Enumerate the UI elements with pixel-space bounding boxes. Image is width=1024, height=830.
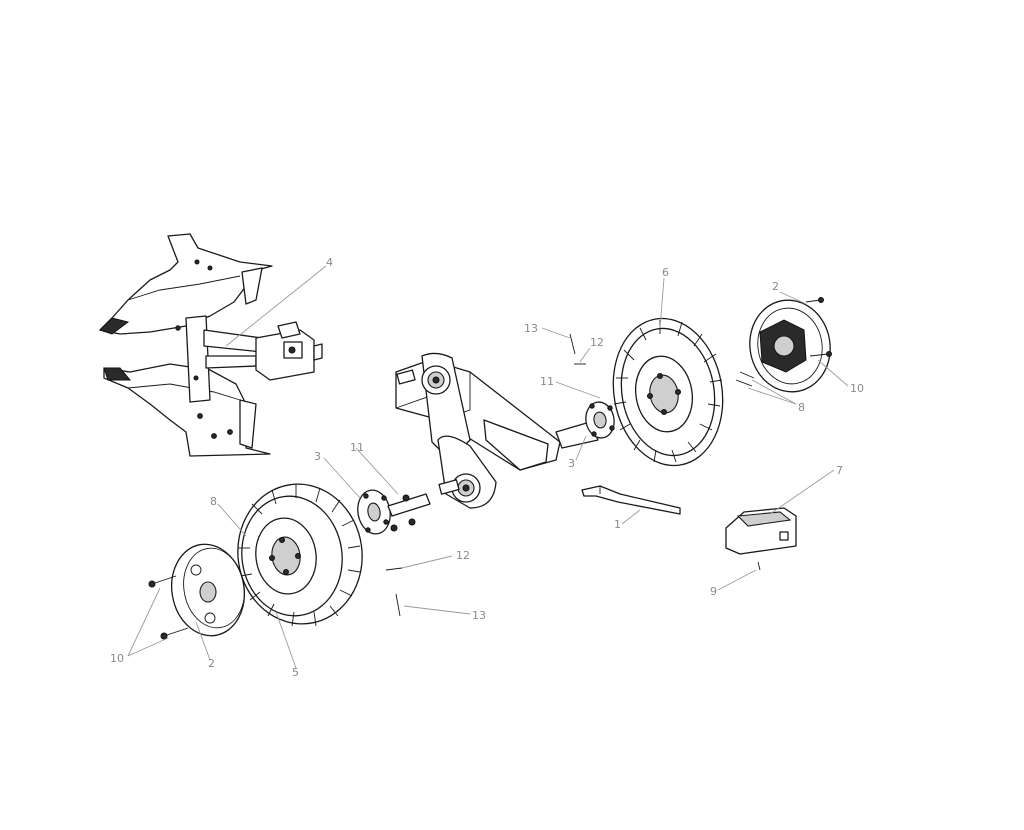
- callout-13-bottom: 13: [472, 609, 486, 622]
- callout-12-bottom: 12: [456, 549, 470, 562]
- left-hub-disc: [148, 543, 245, 640]
- right-pins: [569, 333, 586, 365]
- cover-box: [725, 507, 797, 571]
- callout-11-top: 11: [540, 375, 554, 388]
- callout-1: 1: [614, 518, 621, 531]
- callout-11-left: 11: [350, 441, 364, 454]
- transmission-chassis: [395, 352, 561, 509]
- callout-12-top: 12: [590, 336, 604, 349]
- callout-4: 4: [326, 256, 333, 269]
- leader-lines: [127, 265, 849, 669]
- callout-13-top: 13: [524, 322, 538, 335]
- callout-8-right: 8: [798, 401, 805, 414]
- callout-7: 7: [836, 464, 843, 477]
- callout-10-right: 10: [850, 382, 864, 395]
- left-wheel-tyre: [237, 483, 363, 627]
- callout-labels: 4 6 2 13 12 11 10 8 3 11 3 7 8 1 12 9 13…: [110, 256, 864, 679]
- callout-3-right: 3: [568, 457, 575, 470]
- callout-10-left: 10: [110, 652, 124, 665]
- right-hub-disc: [735, 297, 832, 393]
- callout-9: 9: [710, 585, 717, 598]
- plough-assembly: [99, 233, 323, 457]
- right-axle-hub: [555, 401, 615, 449]
- bracket-part: [581, 485, 681, 515]
- callout-2-bottom: 2: [208, 657, 215, 670]
- right-wheel-tyre: [612, 317, 724, 467]
- callout-5: 5: [292, 666, 299, 679]
- left-axle-hub: [357, 489, 431, 535]
- left-pins: [385, 567, 403, 617]
- callout-6: 6: [662, 266, 669, 279]
- callout-8-left: 8: [210, 495, 217, 508]
- callout-2-top: 2: [772, 280, 779, 293]
- callout-3-left: 3: [314, 450, 321, 463]
